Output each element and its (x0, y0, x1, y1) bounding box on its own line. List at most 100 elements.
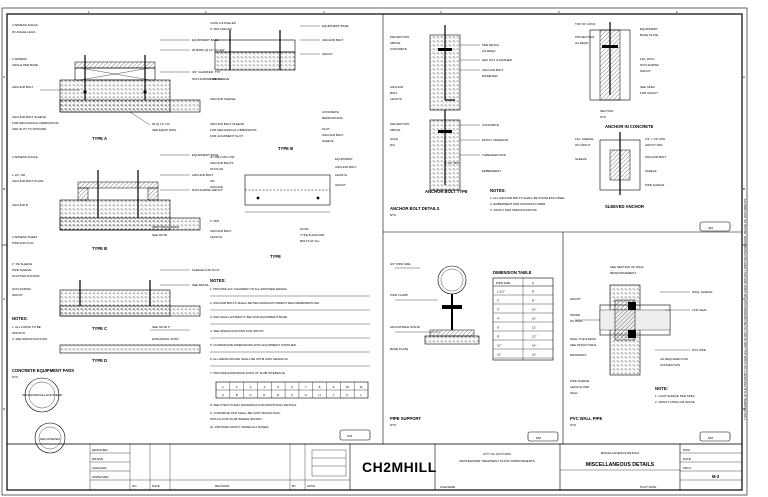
type-a-label: TYPE A (92, 136, 107, 141)
svg-text:2 SPREAD ANGLE: 2 SPREAD ANGLE (12, 23, 38, 27)
svg-text:OR: OR (210, 179, 215, 183)
svg-text:AS REQD: AS REQD (575, 41, 589, 45)
table-header-pipe: PIPE SIZE (496, 281, 510, 285)
schedule-header: 5 (277, 385, 279, 389)
svg-text:1. ALL ANCHOR BOLTS SHALL BE S: 1. ALL ANCHOR BOLTS SHALL BE STAINLESS S… (490, 196, 565, 200)
svg-text:PIPE AND PULL: PIPE AND PULL (12, 241, 35, 245)
table-cell-a: 16" (532, 353, 536, 357)
schedule-cell: L (360, 393, 362, 397)
table-cell-a: 14" (532, 344, 536, 348)
svg-text:#4 @ 12" OC: #4 @ 12" OC (152, 122, 171, 126)
table-cell-pipe-size: 12" (497, 353, 501, 357)
schedule-cell: G (305, 393, 308, 397)
svg-text:NON-SHRINK GROUT: NON-SHRINK GROUT (192, 188, 223, 192)
svg-text:SEE STRUCTURAL: SEE STRUCTURAL (570, 343, 597, 347)
svg-text:PIPE SLEEVE: PIPE SLEEVE (12, 268, 31, 272)
schedule-cell: H (319, 393, 321, 397)
grid-col-6: 6 (676, 10, 678, 14)
wall-detail-scale: NTS (570, 423, 576, 427)
svg-text:1. ALL FINISH TO BE: 1. ALL FINISH TO BE (12, 325, 41, 329)
grid-col-5: 5 (558, 10, 560, 14)
table-cell-pipe-size: 8" (497, 335, 500, 339)
svg-text:ANCHOR BOLT: ANCHOR BOLT (645, 155, 667, 159)
svg-text:2. GROUT ANNULAR SPACE: 2. GROUT ANNULAR SPACE (655, 400, 695, 404)
svg-text:SLEEVE: SLEEVE (322, 139, 334, 143)
tb-designed: DESIGNED (92, 448, 109, 452)
tb-checked: CHECKED (92, 466, 108, 470)
svg-text:EQUIPMENT BASE: EQUIPMENT BASE (322, 24, 349, 28)
svg-text:CONCRETE: CONCRETE (322, 110, 339, 114)
svg-text:REINFORCING: REINFORCING (322, 116, 344, 120)
svg-text:EQUIPMENT: EQUIPMENT (640, 27, 658, 31)
svg-text:D: D (743, 407, 746, 411)
grid-row-c: C (3, 297, 6, 301)
svg-text:ANCHOR BOLT: ANCHOR BOLT (322, 38, 344, 42)
wall-callout-pipe: PVC PIPE (692, 348, 706, 352)
svg-text:FOR MECHANICAL DIMENSIONS: FOR MECHANICAL DIMENSIONS (12, 121, 59, 125)
svg-text:WITH FLOOR SLAB WHERE SHOWN.: WITH FLOOR SLAB WHERE SHOWN. (210, 417, 263, 421)
svg-text:10. PROVIDE GROUT UNDER ALL BA: 10. PROVIDE GROUT UNDER ALL BASES. (210, 425, 269, 429)
svg-text:DIA: DIA (390, 143, 395, 147)
svg-text:ANCHOR SLEEVE: ANCHOR SLEEVE (210, 97, 236, 101)
grid-row-b: B (3, 187, 5, 191)
svg-text:PIPE SLEEVE: PIPE SLEEVE (645, 183, 664, 187)
tb-project: WASTEWATER TREATMENT PLANT IMPROVEMENTS (459, 459, 535, 463)
svg-text:ANCHOR BOLTS: ANCHOR BOLTS (210, 161, 233, 165)
anchor-detail-title: ANCHOR BOLT DETAILS (390, 206, 440, 211)
svg-text:NOTE:: NOTE: (300, 227, 309, 231)
svg-text:2. SEE SPECIFICATIONS: 2. SEE SPECIFICATIONS (12, 337, 47, 341)
svg-text:IF USE FOR LOW: IF USE FOR LOW (210, 155, 235, 159)
svg-text:FILL WITH: FILL WITH (640, 57, 654, 61)
detail-pad-plans: EQUIPMENT BASE ANCHOR BOLT GROUT 4 MIN 1… (210, 21, 370, 429)
note-item: 8. SEE STRUCTURAL DRAWINGS FOR ADDITIONA… (210, 403, 297, 407)
svg-text:W/ ANGLE LEGS: W/ ANGLE LEGS (12, 30, 35, 34)
pad-detail-scale: NTS (12, 375, 18, 379)
svg-text:TOP OF CONC: TOP OF CONC (575, 22, 597, 26)
pad-type-c: 1" PE SLEEVE PIPE SLEEVE SLOTTED ANCHOR … (12, 262, 220, 331)
seal-2-text: REGISTERED (40, 437, 60, 441)
svg-text:SLOTTED ANCHOR: SLOTTED ANCHOR (12, 274, 40, 278)
note-item: 6. ALL REINFORCING SHALL BE ASTM A615 GR… (210, 357, 289, 361)
table-cell-a: 8" (532, 299, 535, 303)
anchor-callout-embed: EMBEDMENT (482, 169, 501, 173)
svg-text:9. CONCRETE PAD SHALL BE CAST: 9. CONCRETE PAD SHALL BE CAST MONOLITHIC (210, 411, 281, 415)
tb-appr-col: APVD (307, 484, 316, 488)
grid-col-4: 4 (440, 10, 442, 14)
svg-text:FILL SLEEVE: FILL SLEEVE (575, 137, 593, 141)
grid-row-d: D (3, 407, 6, 411)
svg-text:TYPE B ANCHOR: TYPE B ANCHOR (300, 233, 325, 237)
callout-equipment-base: EQUIPMENT BASE (192, 38, 219, 42)
wall-callout-sleeve: WALL SLEEVE (692, 290, 712, 294)
tb-header-line: MISCELLANEOUS DETAILS (601, 451, 640, 455)
svg-text:AND SLOT TO PROVIDE: AND SLOT TO PROVIDE (12, 127, 46, 131)
grid-col-3: 3 (323, 10, 325, 14)
svg-text:BOLTS AT ALL: BOLTS AT ALL (300, 239, 320, 243)
detail-tag-2: 2/M (339, 429, 371, 441)
svg-text:B: B (743, 187, 745, 191)
svg-text:WALL THICKNESS: WALL THICKNESS (570, 337, 596, 341)
svg-text:INSIDE: INSIDE (570, 313, 580, 317)
svg-text:NTS: NTS (600, 115, 606, 119)
svg-text:4 MIN 1/4 ANGLES: 4 MIN 1/4 ANGLES (210, 21, 236, 25)
grid-col-2: 2 (205, 10, 207, 14)
anchor-callout-concrete: CONCRETE (482, 123, 499, 127)
engineer-seal-1: PROFESSIONAL ENGINEER (22, 377, 63, 413)
anchor-detail-scale: NTS (390, 213, 396, 217)
svg-text:EXPANSION JOINT: EXPANSION JOINT (152, 337, 179, 341)
svg-text:ON PLAN: ON PLAN (210, 167, 223, 171)
svg-text:ADDITIONAL BARS: ADDITIONAL BARS (152, 225, 179, 229)
detail-number-4: 4/M (708, 226, 714, 230)
svg-text:PIPE SLEEVE: PIPE SLEEVE (210, 77, 229, 81)
schedule-header: 10 (346, 385, 350, 389)
svg-text:1. COAT SLEEVE PER SPEC: 1. COAT SLEEVE PER SPEC (655, 394, 696, 398)
schedule-header: 3 (250, 385, 252, 389)
tb-revision-col: REVISION (215, 484, 229, 488)
callout-grout: NON-SHRINK GROUT (192, 77, 223, 81)
table-cell-pipe-size: 10" (497, 344, 501, 348)
svg-text:ABOVE: ABOVE (390, 41, 400, 45)
svg-text:ANGLE PER BASE: ANGLE PER BASE (12, 63, 38, 67)
schedule-header: 8 (319, 385, 321, 389)
wall-callout-grout: GROUT (570, 297, 581, 301)
svg-text:LENGTH: LENGTH (210, 235, 222, 239)
svg-text:FOR ALIGNMENT SLOT: FOR ALIGNMENT SLOT (210, 134, 243, 138)
